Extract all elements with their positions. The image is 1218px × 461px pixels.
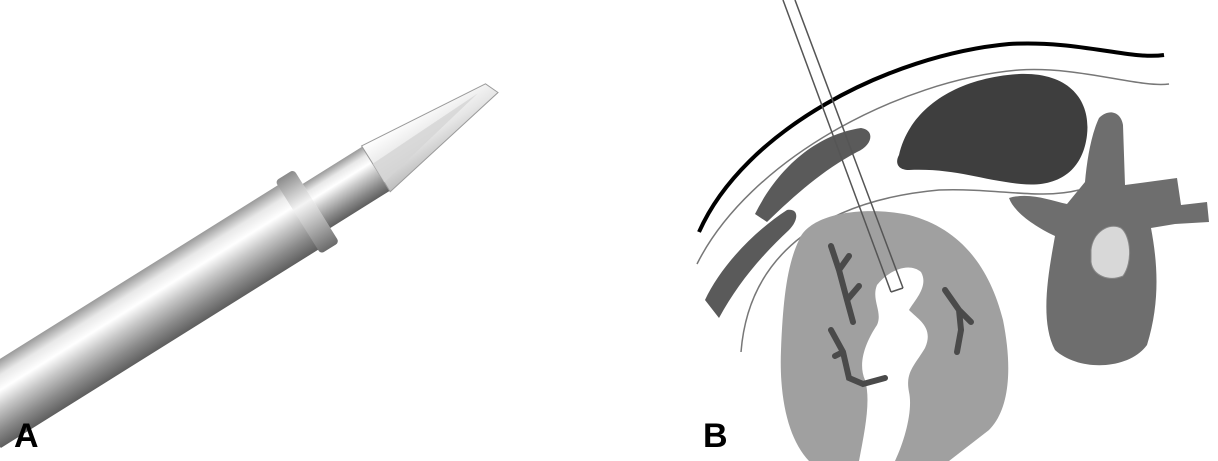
panel-a: A: [0, 0, 609, 461]
needle-photo: [0, 0, 609, 461]
needle-cannula: [0, 182, 323, 448]
panel-label-b: B: [703, 419, 728, 453]
panel-label-a: A: [14, 419, 39, 453]
muscle-band-lower: [705, 210, 796, 318]
cross-section-diagram: [609, 0, 1218, 461]
panel-b: B: [609, 0, 1218, 461]
